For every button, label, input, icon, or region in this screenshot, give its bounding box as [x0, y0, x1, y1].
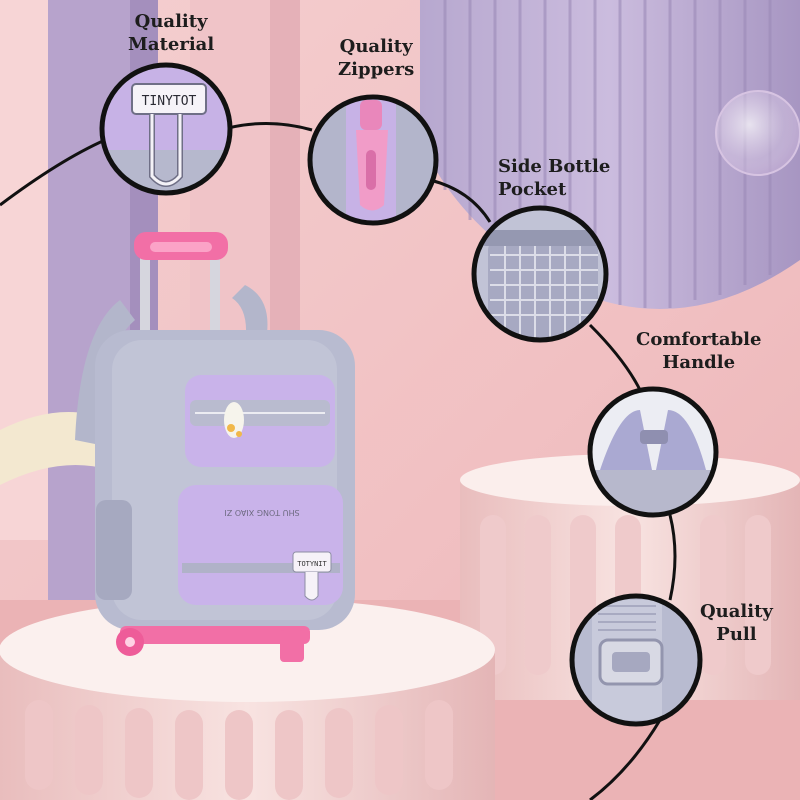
trolley-base: [120, 626, 310, 644]
label-side-bottle-pocket: Side Bottle Pocket: [498, 156, 611, 200]
detail-comfortable-handle: [590, 389, 716, 515]
detail-tag-text: TINYTOT: [142, 94, 197, 109]
front-tag-text: TOTYNIT: [297, 560, 327, 568]
front-pocket: [178, 485, 343, 605]
detail-ring-material: [99, 62, 233, 196]
trolley-rod-right: [210, 250, 220, 360]
backpack-trolley: [75, 232, 355, 662]
detail-side-bottle-pocket: [474, 208, 606, 340]
detail-ring-zippers: [307, 94, 439, 226]
label-quality-material: Quality Material: [128, 11, 215, 55]
detail-ring-bottle-pocket: [471, 205, 609, 343]
side-pocket: [96, 500, 132, 600]
decorative-bubble: [715, 90, 800, 176]
pocket-print: SHU TONG XIAO ZI: [224, 508, 299, 517]
detail-ring-pull: [569, 593, 703, 727]
detail-ring-handle: [587, 386, 719, 518]
label-quality-pull: Quality Pull: [700, 601, 773, 645]
trolley-rod-left: [140, 250, 150, 360]
detail-quality-zippers: [310, 97, 436, 223]
label-quality-zippers: Quality Zippers: [338, 36, 415, 80]
label-comfortable-handle: Comfortable Handle: [636, 329, 762, 373]
callout-line: [0, 122, 677, 800]
detail-quality-pull: [572, 596, 700, 724]
